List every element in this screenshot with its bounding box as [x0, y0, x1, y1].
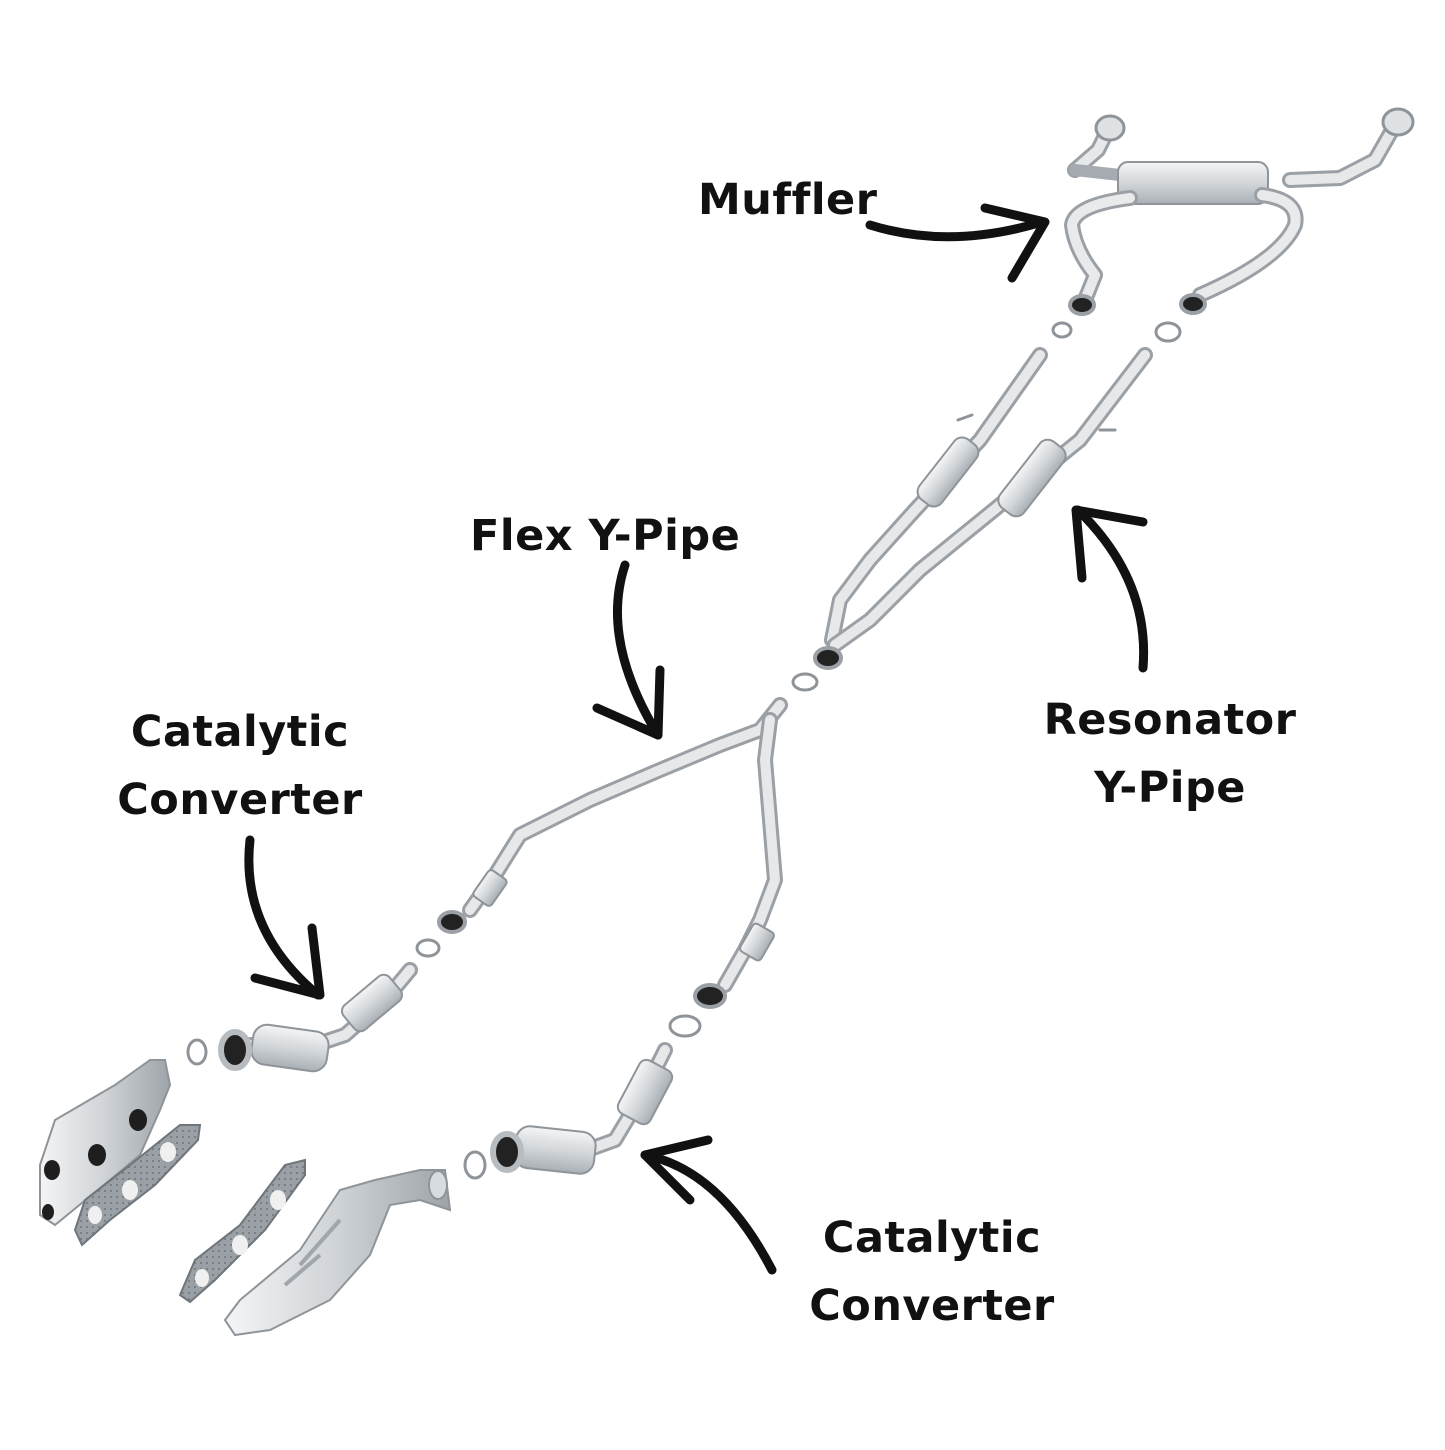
bottom-manifold-gasket: [178, 1158, 306, 1304]
left-cat-label-line2: Converter: [117, 775, 363, 825]
left-manifold-gasket: [73, 1124, 202, 1247]
bottom-cat-label-line2: Converter: [809, 1281, 1055, 1331]
muffler-assembly: [1064, 107, 1415, 316]
muffler-label-text: Muffler: [698, 175, 878, 225]
left-exhaust-manifold: [39, 1059, 172, 1227]
left-cat-label-line1: Catalytic: [130, 707, 350, 757]
bottom-catalytic-converter: [490, 1042, 674, 1175]
resonator-y-pipe: [813, 347, 1153, 670]
flex-y-pipe-label: Flex Y-Pipe: [470, 502, 740, 570]
resonator-label-line2: Y-Pipe: [1094, 763, 1246, 813]
bottom-catalytic-converter-label: Catalytic Converter: [792, 1204, 1072, 1340]
flex-y-pipe-label-text: Flex Y-Pipe: [470, 511, 741, 561]
bottom-exhaust-manifold: [223, 1169, 452, 1337]
bottom-cat-gasket: [463, 1150, 487, 1180]
flex-y-pipe: [437, 697, 788, 1009]
resonator-label-line1: Resonator: [1043, 695, 1297, 745]
flex-gaskets: [415, 938, 702, 1038]
bottom-cat-label-line1: Catalytic: [822, 1213, 1042, 1263]
resonator-gasket: [791, 672, 819, 692]
left-cat-gasket: [186, 1038, 208, 1066]
muffler-gaskets: [1051, 321, 1182, 343]
left-catalytic-converter: [218, 962, 418, 1073]
resonator-y-pipe-label: Resonator Y-Pipe: [1030, 686, 1310, 822]
curved-arrow-icon: [244, 203, 1149, 1275]
left-catalytic-converter-label: Catalytic Converter: [100, 698, 380, 834]
muffler-label: Muffler: [698, 166, 877, 234]
